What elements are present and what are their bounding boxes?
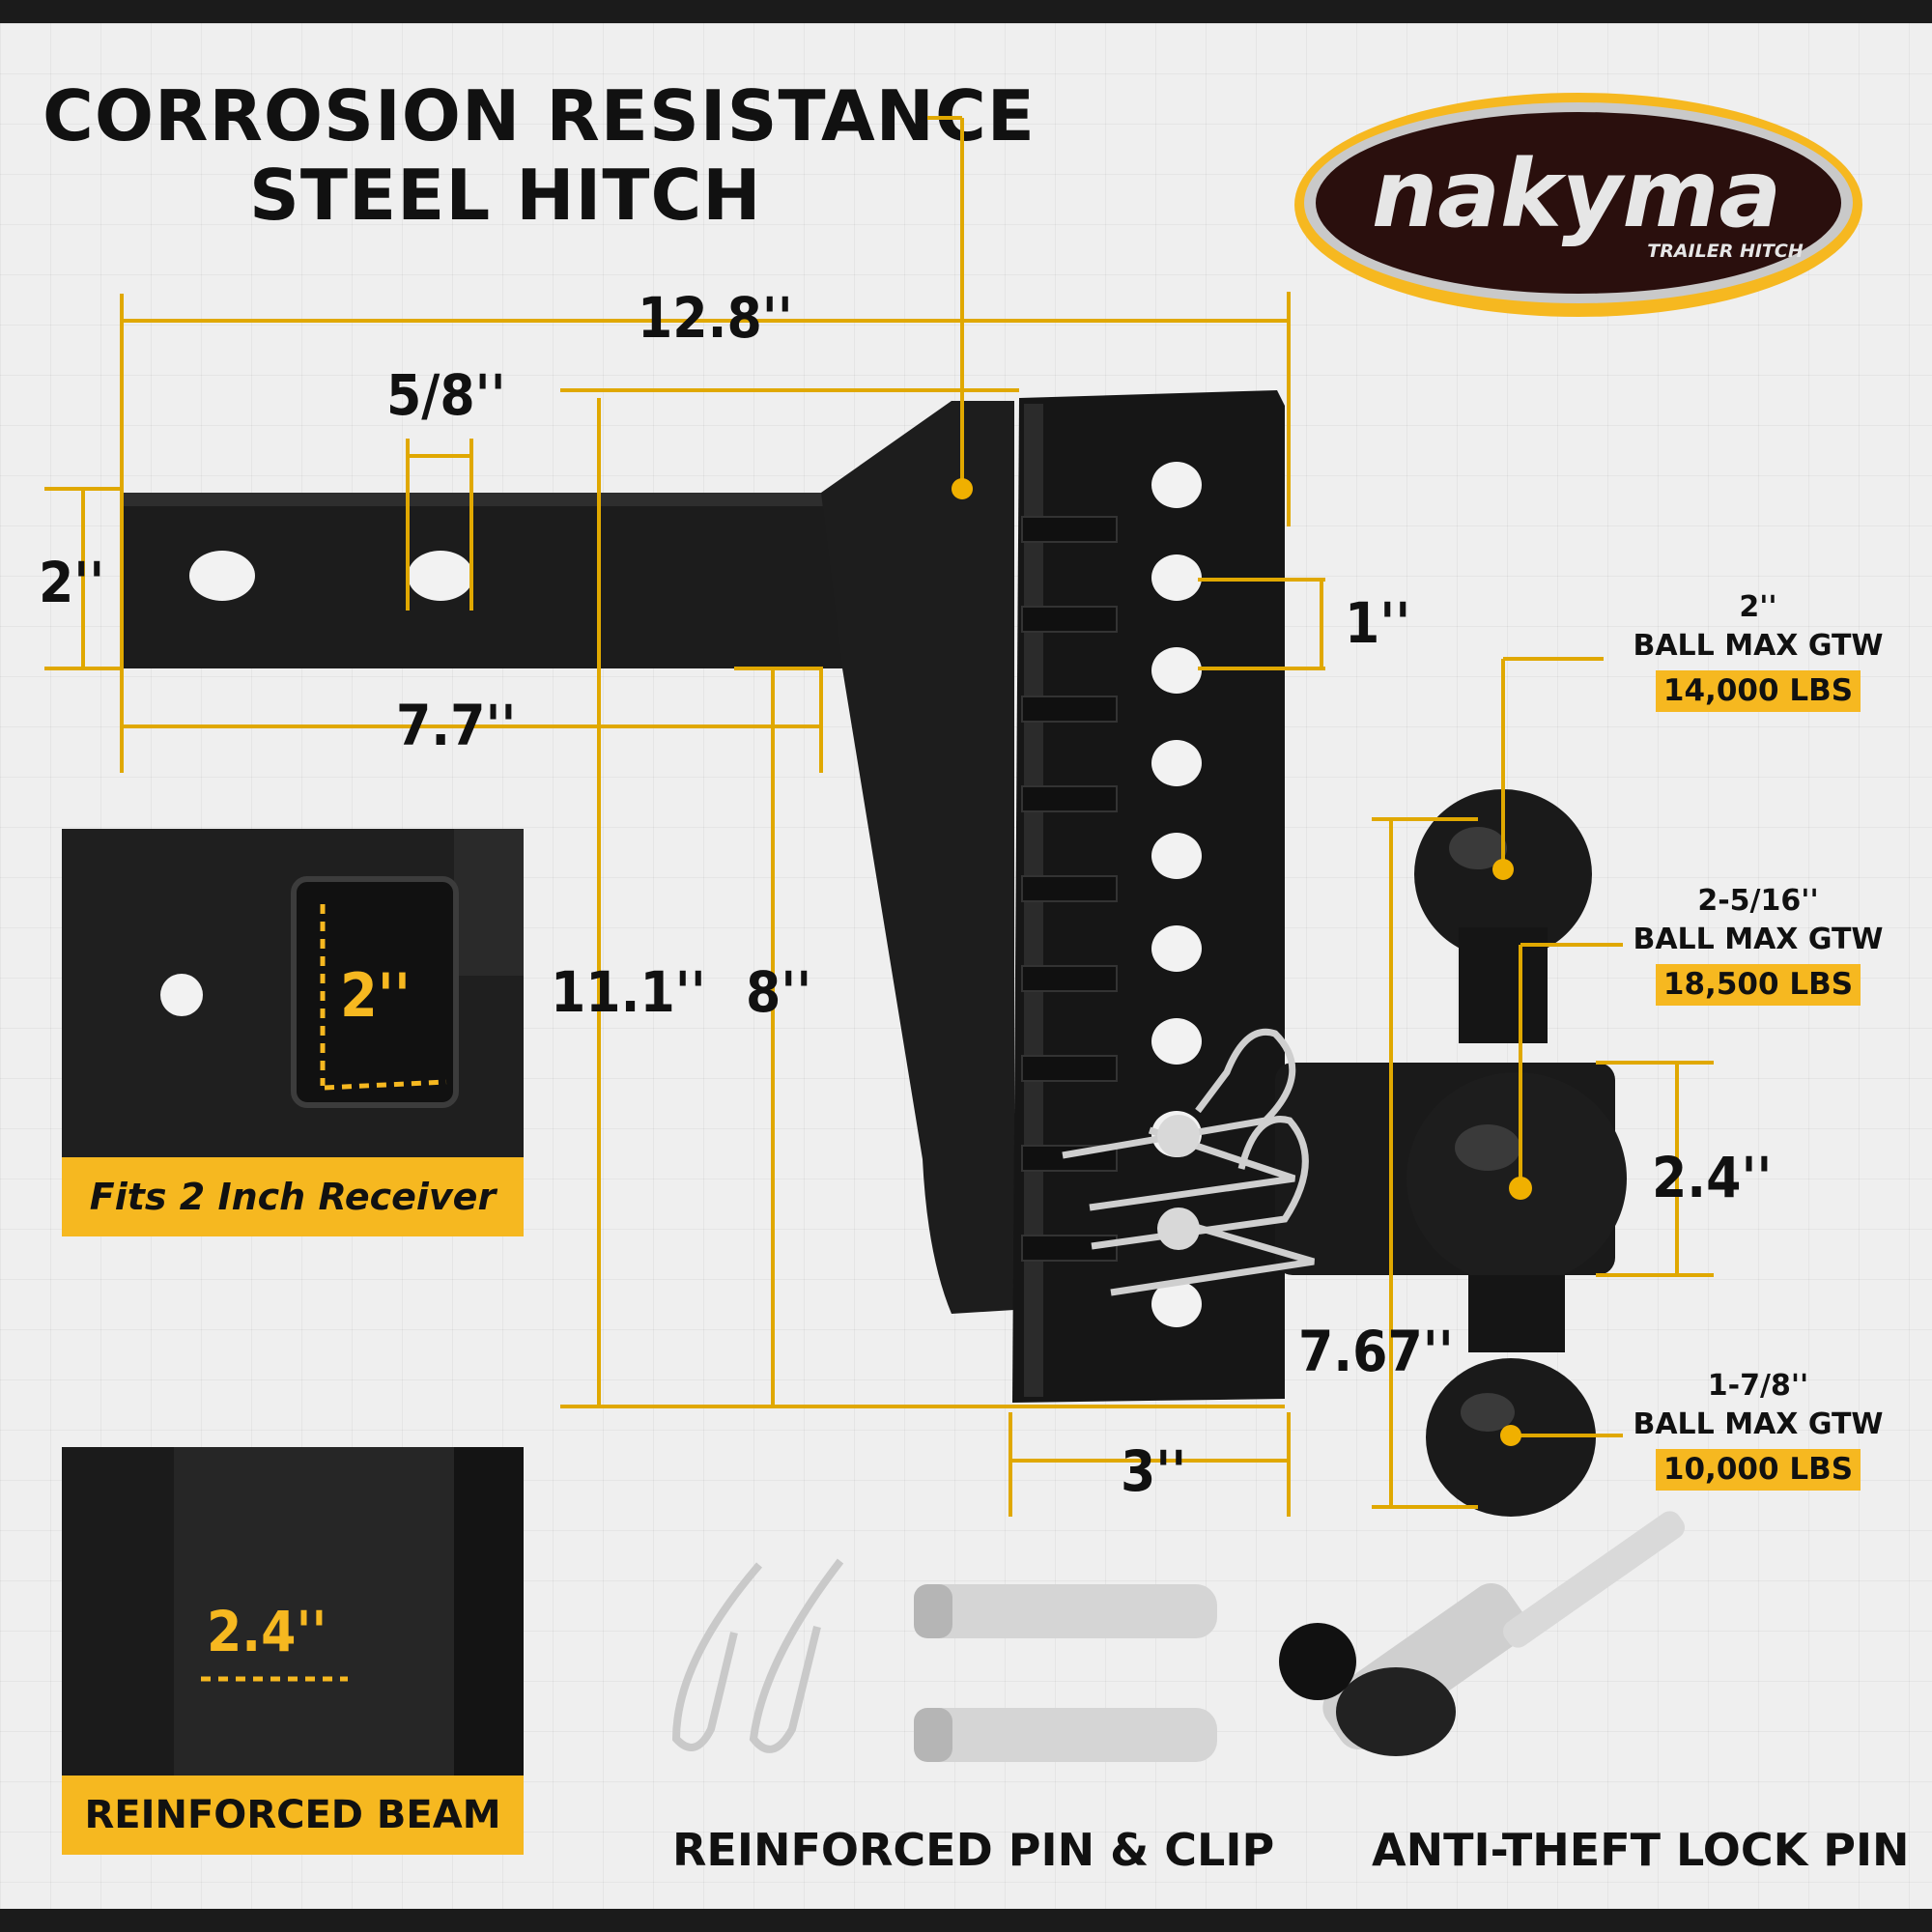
accessory-lock-caption: ANTI-THEFT LOCK PIN xyxy=(1372,1824,1910,1876)
dim-ball-mount-width: 2.4'' xyxy=(1652,1145,1773,1210)
ball-2-size: 2-5/16'' xyxy=(1697,884,1819,918)
dim-hole-diameter: 5/8'' xyxy=(386,362,506,428)
plate-holes xyxy=(1151,462,1202,1327)
brand-logo: nakyma TRAILER HITCH xyxy=(1294,93,1862,317)
ball-3-size: 1-7/8'' xyxy=(1707,1369,1809,1403)
ball-3-label: BALL MAX GTW xyxy=(1633,1407,1884,1441)
dim-overall-length: 12.8'' xyxy=(638,285,793,351)
dim-ball-stack-height: 7.67'' xyxy=(1298,1319,1454,1384)
ball-spec-2: 2-5/16'' BALL MAX GTW 18,500 LBS xyxy=(1633,887,1884,1006)
dim-total-height: 11.1'' xyxy=(551,959,706,1025)
ball-3-capacity: 10,000 LBS xyxy=(1655,1449,1861,1491)
accessory-pins xyxy=(914,1584,1217,1762)
ball-2-capacity: 18,500 LBS xyxy=(1655,964,1861,1006)
hitch-riser xyxy=(821,401,1014,1314)
ball-spec-3: 1-7/8'' BALL MAX GTW 10,000 LBS xyxy=(1633,1372,1884,1491)
accessory-pins-caption: REINFORCED PIN & CLIP xyxy=(672,1824,1275,1876)
accessory-clips xyxy=(671,1558,844,1753)
plate-teeth xyxy=(1021,516,1118,1262)
accessory-lock xyxy=(1279,1511,1685,1756)
inset-beam-caption: REINFORCED BEAM xyxy=(62,1776,524,1855)
ball-2-label: BALL MAX GTW xyxy=(1633,923,1884,956)
shank-hole-2 xyxy=(408,551,473,601)
shank-hole-1 xyxy=(189,551,255,601)
dim-shank-height: 2'' xyxy=(39,550,105,615)
hitch-clips xyxy=(1062,1029,1315,1296)
inset-receiver-value: 2'' xyxy=(340,960,411,1031)
inset-beam-value: 2.4'' xyxy=(207,1599,327,1664)
ball-1-capacity: 14,000 LBS xyxy=(1655,670,1861,712)
brand-name: nakyma xyxy=(1372,140,1781,248)
inset-receiver-caption: Fits 2 Inch Receiver xyxy=(62,1157,524,1236)
dim-max-drop: 8'' xyxy=(746,959,812,1025)
title-line-2: STEEL HITCH xyxy=(249,155,762,236)
ball-1-label: BALL MAX GTW xyxy=(1633,629,1884,663)
dim-shank-length: 7.7'' xyxy=(396,693,517,758)
hitch-balls xyxy=(1406,789,1627,1517)
ball-1-size: 2'' xyxy=(1739,590,1777,624)
dim-plate-width: 3'' xyxy=(1121,1438,1187,1504)
ball-spec-1: 2'' BALL MAX GTW 14,000 LBS xyxy=(1633,593,1884,712)
dim-hole-spacing: 1'' xyxy=(1345,590,1411,656)
brand-subtitle: TRAILER HITCH xyxy=(1647,241,1804,262)
title-line-1: CORROSION RESISTANCE xyxy=(43,75,1036,156)
